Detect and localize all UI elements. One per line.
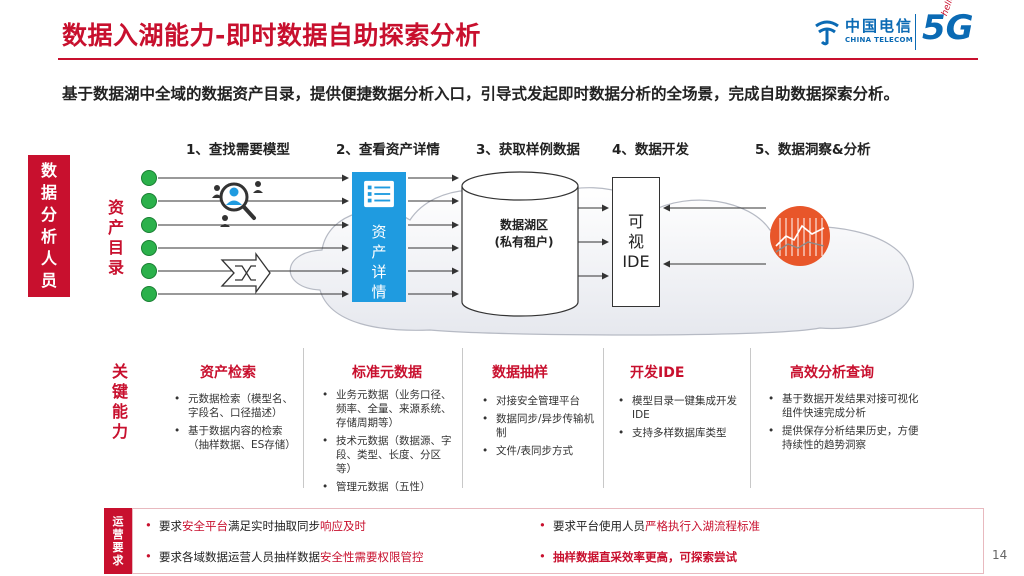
capability-list-asset-search: 元数据检索（模型名、字段名、口径描述） 基于数据内容的检索（抽样数据、ES存储） — [170, 392, 300, 456]
asset-catalog-label: 资产 目录 — [108, 198, 125, 277]
catalog-dot — [141, 286, 157, 302]
list-item: 提供保存分析结果历史，方便持续性的趋势洞察 — [764, 424, 924, 452]
ops-item: 要求安全平台满足实时抽取同步响应及时 — [143, 518, 366, 534]
search-people-icon — [212, 181, 263, 227]
title-divider — [58, 58, 978, 60]
page-number: 14 — [992, 548, 1008, 562]
page-title: 数据入湖能力-即时数据自助探索分析 — [62, 21, 481, 50]
catalog-dot — [141, 170, 157, 186]
shuffle-arrow-icon — [220, 252, 271, 294]
column-divider — [750, 348, 751, 488]
data-lake-cylinder — [461, 171, 579, 317]
list-item: 基于数据内容的检索（抽样数据、ES存储） — [170, 424, 300, 452]
list-item: 元数据检索（模型名、字段名、口径描述） — [170, 392, 300, 420]
list-item: 模型目录一键集成开发IDE — [614, 394, 742, 422]
ops-requirement-label: 运营 要求 — [104, 508, 132, 574]
column-divider — [462, 348, 463, 488]
step-3: 3、获取样例数据 — [476, 142, 580, 158]
list-document-icon — [364, 180, 394, 208]
ops-requirement-box: 要求安全平台满足实时抽取同步响应及时 要求平台使用人员严格执行入湖流程标准 要求… — [132, 508, 984, 574]
list-item: 文件/表同步方式 — [478, 444, 600, 458]
list-item: 业务元数据（业务口径、频率、全量、来源系统、存储周期等） — [318, 388, 456, 430]
capability-title-efficient-query: 高效分析查询 — [790, 365, 874, 381]
list-item: 数据同步/异步传输机制 — [478, 412, 600, 440]
logo-divider — [915, 14, 916, 50]
list-item: 对接安全管理平台 — [478, 394, 600, 408]
catalog-dot — [141, 217, 157, 233]
list-item: 基于数据开发结果对接可视化组件快速完成分析 — [764, 392, 924, 420]
data-analyst-label: 数据分 析人员 — [28, 155, 70, 297]
ops-item: 抽样数据直采效率更高，可探索尝试 — [537, 549, 737, 565]
ops-item: 要求平台使用人员严格执行入湖流程标准 — [537, 518, 760, 534]
capability-title-asset-search: 资产检索 — [200, 365, 256, 381]
ops-item: 要求各域数据运营人员抽样数据安全性需要权限管控 — [143, 549, 424, 565]
column-divider — [603, 348, 604, 488]
list-item: 支持多样数据库类型 — [614, 426, 742, 440]
capability-list-dev-ide: 模型目录一键集成开发IDE 支持多样数据库类型 — [614, 394, 742, 444]
catalog-dot — [141, 240, 157, 256]
logo-english-text: CHINA TELECOM — [845, 36, 914, 44]
analytics-chart-icon — [770, 206, 830, 266]
capability-title-standard-metadata: 标准元数据 — [352, 365, 422, 381]
capability-list-standard-metadata: 业务元数据（业务口径、频率、全量、来源系统、存储周期等） 技术元数据（数据源、字… — [318, 388, 456, 498]
capability-list-efficient-query: 基于数据开发结果对接可视化组件快速完成分析 提供保存分析结果历史，方便持续性的趋… — [764, 392, 924, 456]
logo-chinese-text: 中国电信 — [845, 17, 914, 35]
subtitle: 基于数据湖中全域的数据资产目录，提供便捷数据分析入口，引导式发起即时数据分析的全… — [62, 85, 900, 103]
capability-title-dev-ide: 开发IDE — [630, 365, 685, 381]
list-item: 管理元数据（五性） — [318, 480, 456, 494]
step-4: 4、数据开发 — [612, 142, 689, 158]
input-arrows — [158, 174, 766, 298]
catalog-dot — [141, 263, 157, 279]
key-capability-label: 关键 能力 — [112, 362, 129, 441]
step-1: 1、查找需要模型 — [186, 142, 290, 158]
china-telecom-logo-icon — [815, 20, 839, 46]
asset-detail-card: 资产 详情 — [352, 172, 406, 302]
list-item: 技术元数据（数据源、字段、类型、长度、分区等） — [318, 434, 456, 476]
data-lake-label: 数据湖区 (私有租户) — [494, 218, 554, 249]
column-divider — [303, 348, 304, 488]
catalog-dot — [141, 193, 157, 209]
step-5: 5、数据洞察&分析 — [755, 142, 871, 158]
capability-title-data-sampling: 数据抽样 — [492, 365, 548, 381]
flow-diagram — [158, 171, 914, 336]
capability-list-data-sampling: 对接安全管理平台 数据同步/异步传输机制 文件/表同步方式 — [478, 394, 600, 462]
logo-5g: 5G — [922, 8, 974, 48]
step-2: 2、查看资产详情 — [336, 142, 440, 158]
